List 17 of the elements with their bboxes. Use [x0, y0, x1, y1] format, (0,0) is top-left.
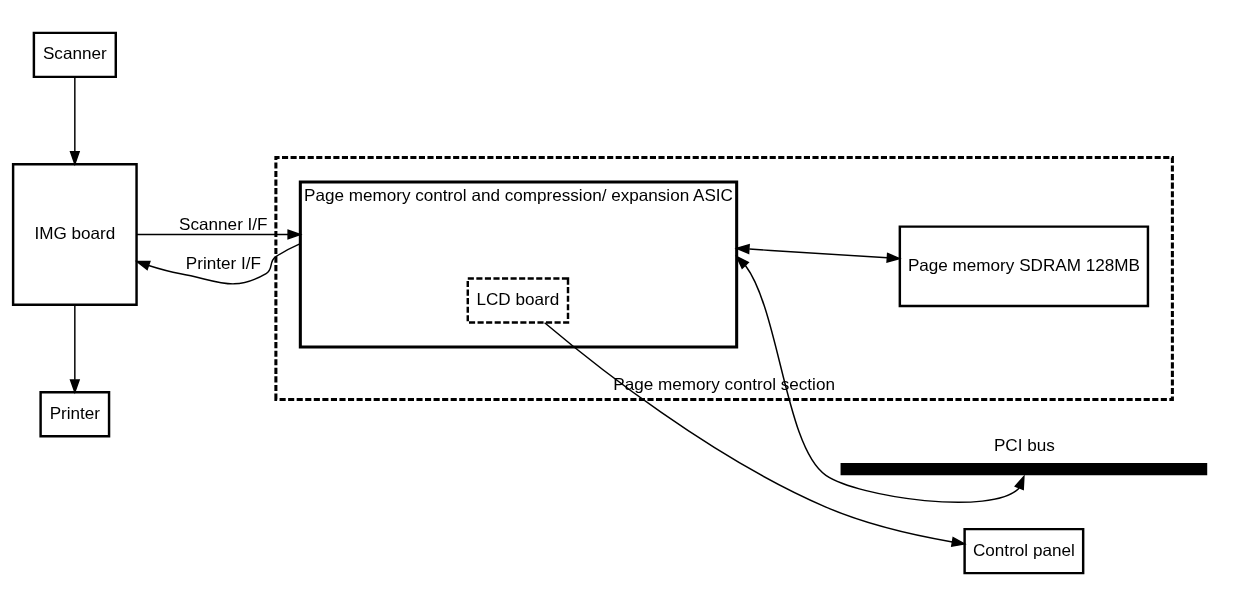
node-box: LCD board [466, 276, 570, 324]
arrow [734, 243, 902, 263]
arrow [543, 321, 967, 547]
node-box: Control panel [963, 527, 1085, 574]
arrow [134, 242, 302, 285]
edge-label: Scanner I/F [179, 214, 268, 234]
arrow [69, 303, 81, 394]
node-box [840, 462, 1208, 475]
node-box: Scanner [32, 31, 117, 78]
node-label: PCI bus [993, 435, 1055, 455]
edge-label: Printer I/F [185, 253, 261, 273]
node-box: Page memory SDRAM 128MB [898, 224, 1150, 307]
node-box: Printer [39, 390, 111, 437]
arrow [69, 75, 81, 166]
arrow [136, 228, 303, 240]
arrow [735, 254, 1025, 503]
node-box: IMG board [11, 162, 138, 306]
